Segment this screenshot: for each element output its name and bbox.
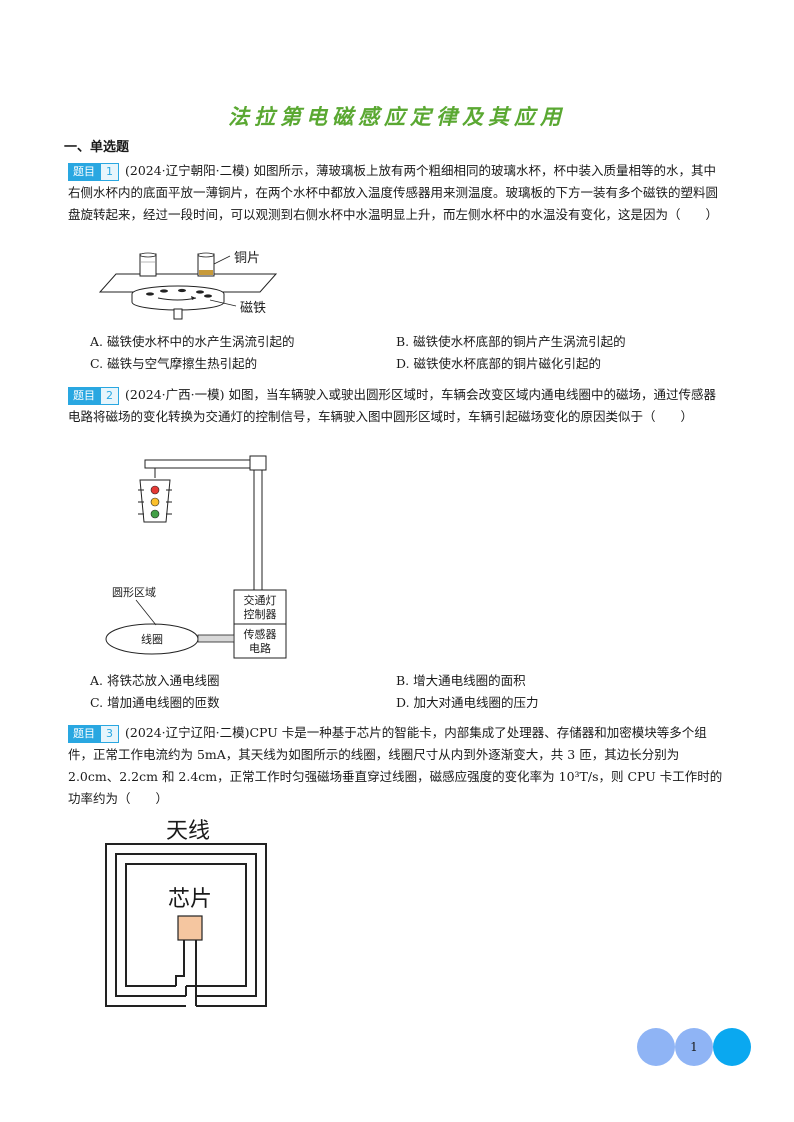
option-a[interactable]: A. 磁铁使水杯中的水产生涡流引起的 [90,334,295,349]
question-3: 题目 3 (2024·辽宁辽阳·二模)CPU 卡是一种基于芯片的智能卡，内部集成… [68,722,724,810]
page-badge-left-circle [637,1028,675,1066]
question-tag-label: 题目 [68,162,100,181]
question-number: 1 [100,162,119,181]
page-badge-right-circle [713,1028,751,1066]
question-text: (2024·广西·一模) 如图，当车辆驶入或驶出圆形区域时，车辆会改变区域内通电… [68,387,716,424]
question-tag-label: 题目 [68,386,100,405]
section-heading: 一、单选题 [64,140,130,155]
question-text: (2024·辽宁辽阳·二模)CPU 卡是一种基于芯片的智能卡，内部集成了处理器、… [68,725,723,806]
question-number: 3 [100,724,119,743]
figure-cpu-antenna-drawing: 天线 芯片 [105,819,267,1007]
page-title: 法拉第电磁感应定律及其应用 [228,105,566,129]
label-controller-2: 控制器 [244,607,277,621]
option-c[interactable]: C. 磁铁与空气摩擦生热引起的 [90,356,258,371]
page-badge-middle-circle [675,1028,713,1066]
label-chip: 芯片 [168,887,212,912]
option-c[interactable]: C. 增加通电线圈的匝数 [90,695,220,710]
figure-traffic-light: 交通灯 控制器 传感器 电路 线圈 圆形区域 [100,452,300,666]
label-region: 圆形区域 [112,586,156,599]
label-sensor-1: 传感器 [244,628,277,641]
question-tag-label: 题目 [68,724,100,743]
label-antenna: 天线 [166,819,210,844]
label-sensor-2: 电路 [249,642,271,655]
question-text: (2024·辽宁朝阳·二模) 如图所示，薄玻璃板上放有两个粗细相同的玻璃水杯，杯… [68,163,719,222]
option-b[interactable]: B. 磁铁使水杯底部的铜片产生涡流引起的 [396,334,626,349]
label-copper: 铜片 [234,251,260,266]
question-tag: 题目 1 [68,162,119,181]
option-d[interactable]: D. 加大对通电线圈的压力 [396,695,539,710]
question-tag: 题目 3 [68,724,119,743]
page-number: 1 [690,1040,698,1054]
figure-rotating-magnets-drawing: 铜片 磁铁 [98,251,278,320]
figure-rotating-magnets: 铜片 磁铁 [98,248,298,330]
figure-traffic-light-drawing: 交通灯 控制器 传感器 电路 线圈 圆形区域 [105,455,287,659]
option-b[interactable]: B. 增大通电线圈的面积 [396,673,526,688]
option-d[interactable]: D. 磁铁使水杯底部的铜片磁化引起的 [396,356,602,371]
figure-cpu-antenna: 天线 芯片 [100,812,272,1014]
option-a[interactable]: A. 将铁芯放入通电线圈 [90,673,220,688]
question-1: 题目 1 (2024·辽宁朝阳·二模) 如图所示，薄玻璃板上放有两个粗细相同的玻… [68,160,724,226]
question-2: 题目 2 (2024·广西·一模) 如图，当车辆驶入或驶出圆形区域时，车辆会改变… [68,384,724,428]
question-tag: 题目 2 [68,386,119,405]
label-coil: 线圈 [141,632,163,646]
label-controller-1: 交通灯 [244,593,277,607]
question-number: 2 [100,386,119,405]
label-magnet: 磁铁 [240,301,266,316]
